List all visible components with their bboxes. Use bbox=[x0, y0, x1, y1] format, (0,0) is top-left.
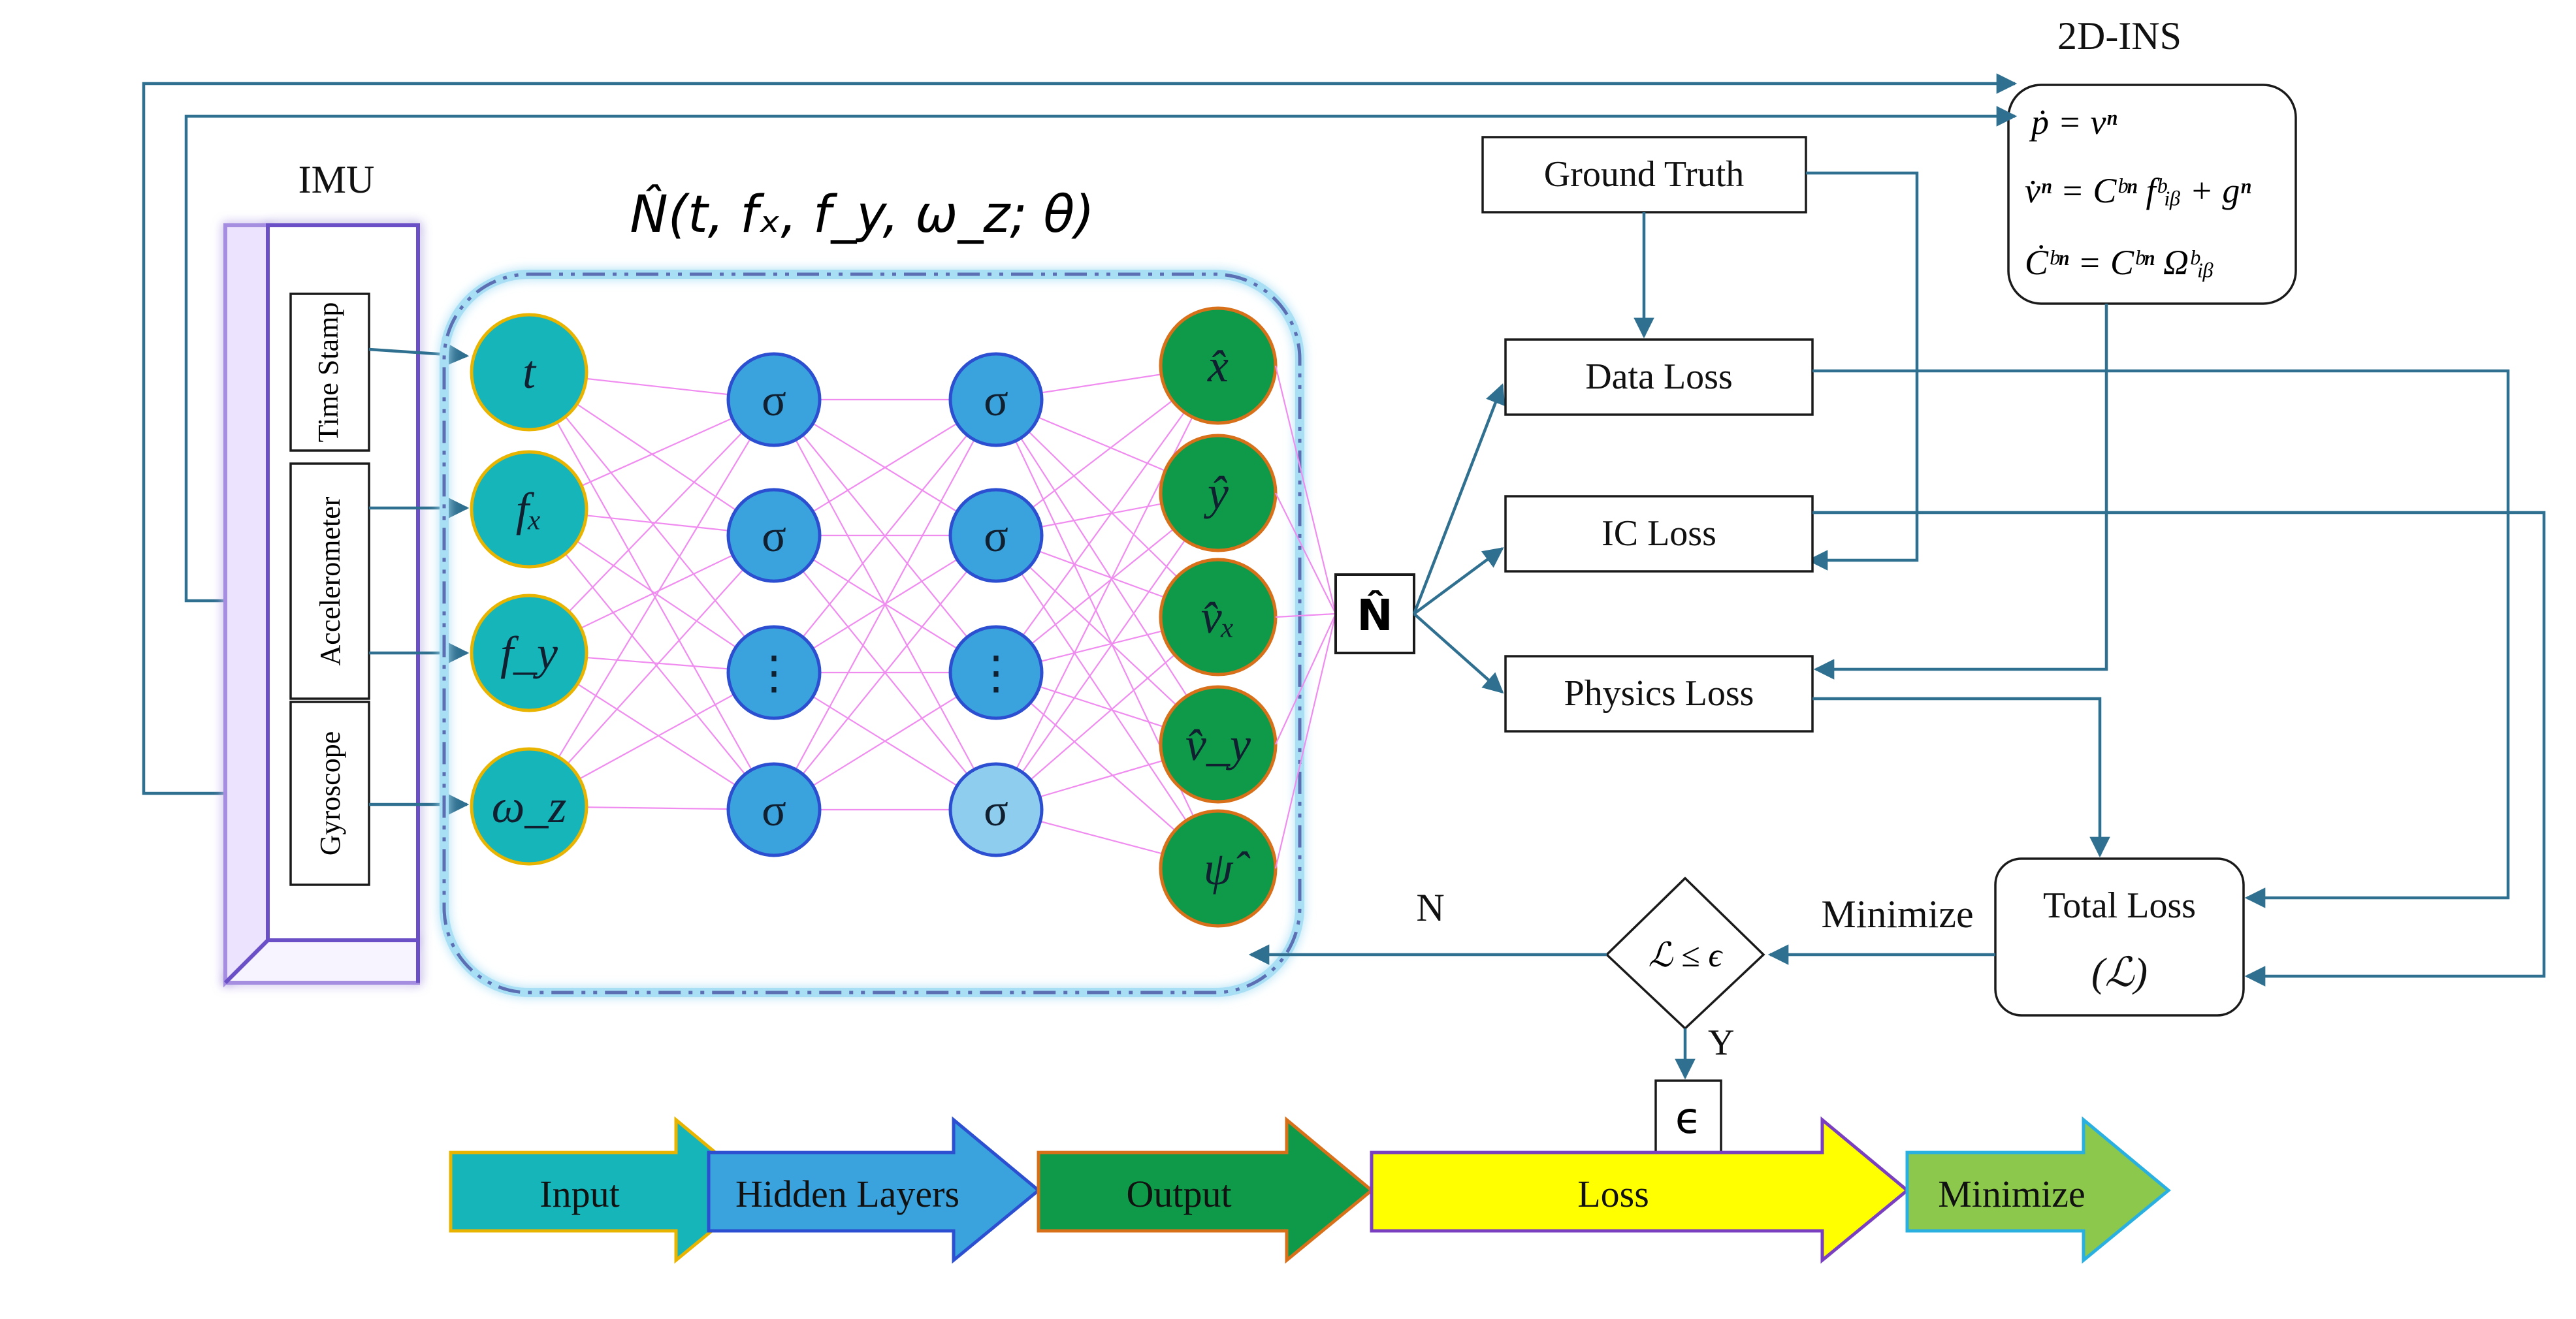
hidden2-node-label: ⋮ bbox=[973, 648, 1019, 699]
input-node-label: t bbox=[523, 346, 537, 398]
legend-arrow bbox=[1037, 1116, 1374, 1264]
input-node bbox=[470, 313, 588, 432]
hidden2-node bbox=[948, 625, 1044, 720]
sensor-label-gyroscope: Gyroscope bbox=[314, 731, 346, 856]
hidden2-node-label: σ bbox=[984, 786, 1008, 836]
hidden1-node-label: σ bbox=[762, 786, 786, 836]
decision-condition: ℒ ≤ ϵ bbox=[1649, 937, 1724, 974]
sensor-label-timestamp: Time Stamp bbox=[312, 302, 344, 443]
physics-loss-box bbox=[1504, 655, 1814, 733]
network-edge bbox=[995, 365, 1219, 810]
gyro-to-ins-line bbox=[142, 73, 2018, 795]
output-to-nhat-edge bbox=[1275, 492, 1336, 614]
output-node-label: ŷ bbox=[1203, 467, 1229, 519]
arrow-physics-to-total bbox=[1812, 697, 2110, 858]
input-node bbox=[470, 747, 588, 866]
sensor-box-timestamp bbox=[289, 293, 370, 452]
arrow-nhat-to-ic-loss bbox=[1413, 547, 1504, 615]
hidden1-node-label: σ bbox=[762, 511, 786, 562]
ins-eq1: ṗ = vⁿ bbox=[2029, 103, 2117, 142]
hidden1-node bbox=[726, 488, 822, 583]
ins-title: 2D-INS bbox=[2057, 14, 2182, 57]
total-loss-label: Total Loss bbox=[2043, 885, 2196, 926]
legend-arrow bbox=[707, 1116, 1041, 1264]
network-edge bbox=[528, 509, 775, 810]
output-to-nhat-edge bbox=[1274, 613, 1337, 869]
total-loss-symbol: (ℒ) bbox=[2091, 951, 2148, 995]
legend-arrow bbox=[1370, 1116, 1910, 1264]
hidden1-node-label: ⋮ bbox=[751, 648, 797, 699]
ins-box bbox=[2007, 84, 2297, 305]
hidden1-node bbox=[726, 762, 822, 857]
ins-eq2: v̇ⁿ = Cᵇⁿ fᵇᵢᵦ + gⁿ bbox=[2025, 171, 2251, 210]
hidden2-node-label: σ bbox=[984, 375, 1008, 426]
legend-label: Output bbox=[1126, 1173, 1231, 1215]
legend-label: Minimize bbox=[1938, 1173, 2085, 1215]
hidden2-node bbox=[948, 762, 1044, 857]
network-edge bbox=[773, 535, 997, 810]
input-node-label: ω_z bbox=[492, 780, 567, 833]
network-edge bbox=[773, 399, 997, 673]
network-edge bbox=[528, 535, 775, 807]
network-edge bbox=[995, 365, 1219, 673]
ground-truth-label: Ground Truth bbox=[1544, 154, 1745, 195]
arrow-nhat-to-physics-loss bbox=[1413, 612, 1504, 694]
network-edge bbox=[995, 399, 1219, 745]
network-edge bbox=[995, 535, 1219, 869]
input-node-label: fₓ bbox=[516, 483, 542, 535]
data-loss-label: Data Loss bbox=[1585, 357, 1733, 397]
output-node-label: x̂ bbox=[1207, 340, 1229, 392]
decision-yes-label: Y bbox=[1708, 1023, 1734, 1063]
output-node-label: v̂_y bbox=[1185, 718, 1251, 771]
hidden1-node-label: σ bbox=[762, 375, 786, 426]
hidden2-node-label: σ bbox=[984, 511, 1008, 562]
arrow-data-to-total bbox=[1812, 369, 2510, 908]
network-edge bbox=[528, 399, 775, 807]
network-edge bbox=[773, 399, 997, 810]
arrow-ins-to-physics-loss bbox=[1813, 304, 2108, 680]
hidden1-node bbox=[726, 352, 822, 447]
ic-loss-box bbox=[1504, 495, 1814, 573]
legend-label: Input bbox=[539, 1173, 619, 1215]
ic-loss-label: IC Loss bbox=[1602, 513, 1716, 554]
input-node bbox=[470, 450, 588, 569]
output-to-nhat-edge bbox=[1275, 612, 1336, 618]
arrow-nhat-to-data-loss bbox=[1412, 383, 1505, 614]
arrow-gt-to-ic-loss bbox=[1806, 171, 1919, 571]
output-to-nhat-edge bbox=[1274, 365, 1337, 614]
legend-label: Loss bbox=[1577, 1173, 1649, 1215]
network-edges bbox=[528, 364, 1219, 870]
sensor-box-accelerometer bbox=[289, 462, 370, 700]
output-convergence-lines bbox=[1274, 365, 1337, 869]
ins-eq3: Ċᵇⁿ = Cᵇⁿ Ωᵇᵢᵦ bbox=[2025, 243, 2214, 282]
imu-title: IMU bbox=[298, 158, 375, 201]
legend: Input Hidden Layers Output Loss Minimize bbox=[449, 1116, 2171, 1264]
network-title: N̂(t, fₓ, f_y, ω_z; θ) bbox=[630, 185, 1094, 244]
sensor-label-accelerometer: Accelerometer bbox=[314, 496, 346, 665]
output-to-nhat-edge bbox=[1275, 613, 1336, 745]
arrow-ic-to-total bbox=[1812, 511, 2546, 987]
data-loss-box bbox=[1504, 338, 1814, 416]
input-node bbox=[470, 594, 588, 712]
input-node-label: f_y bbox=[500, 627, 558, 679]
decision-no-label: N bbox=[1416, 886, 1444, 929]
hidden2-node bbox=[948, 488, 1044, 583]
legend-label: Hidden Layers bbox=[735, 1173, 959, 1215]
arrow-timestamp-to-t bbox=[368, 344, 470, 365]
hidden1-node bbox=[726, 625, 822, 720]
nhat-symbol: N̂ bbox=[1357, 590, 1393, 641]
legend-arrow bbox=[1905, 1116, 2171, 1264]
network-edge bbox=[995, 492, 1219, 810]
epsilon-symbol: ϵ bbox=[1675, 1093, 1702, 1143]
ground-truth-box bbox=[1481, 136, 1807, 214]
minimize-label: Minimize bbox=[1821, 893, 1973, 936]
output-node-label: v̂ₓ bbox=[1201, 591, 1235, 643]
hidden2-node bbox=[948, 352, 1044, 447]
total-loss-box bbox=[1994, 857, 2245, 1017]
physics-loss-label: Physics Loss bbox=[1564, 673, 1754, 714]
sensor-box-gyroscope bbox=[289, 701, 370, 886]
